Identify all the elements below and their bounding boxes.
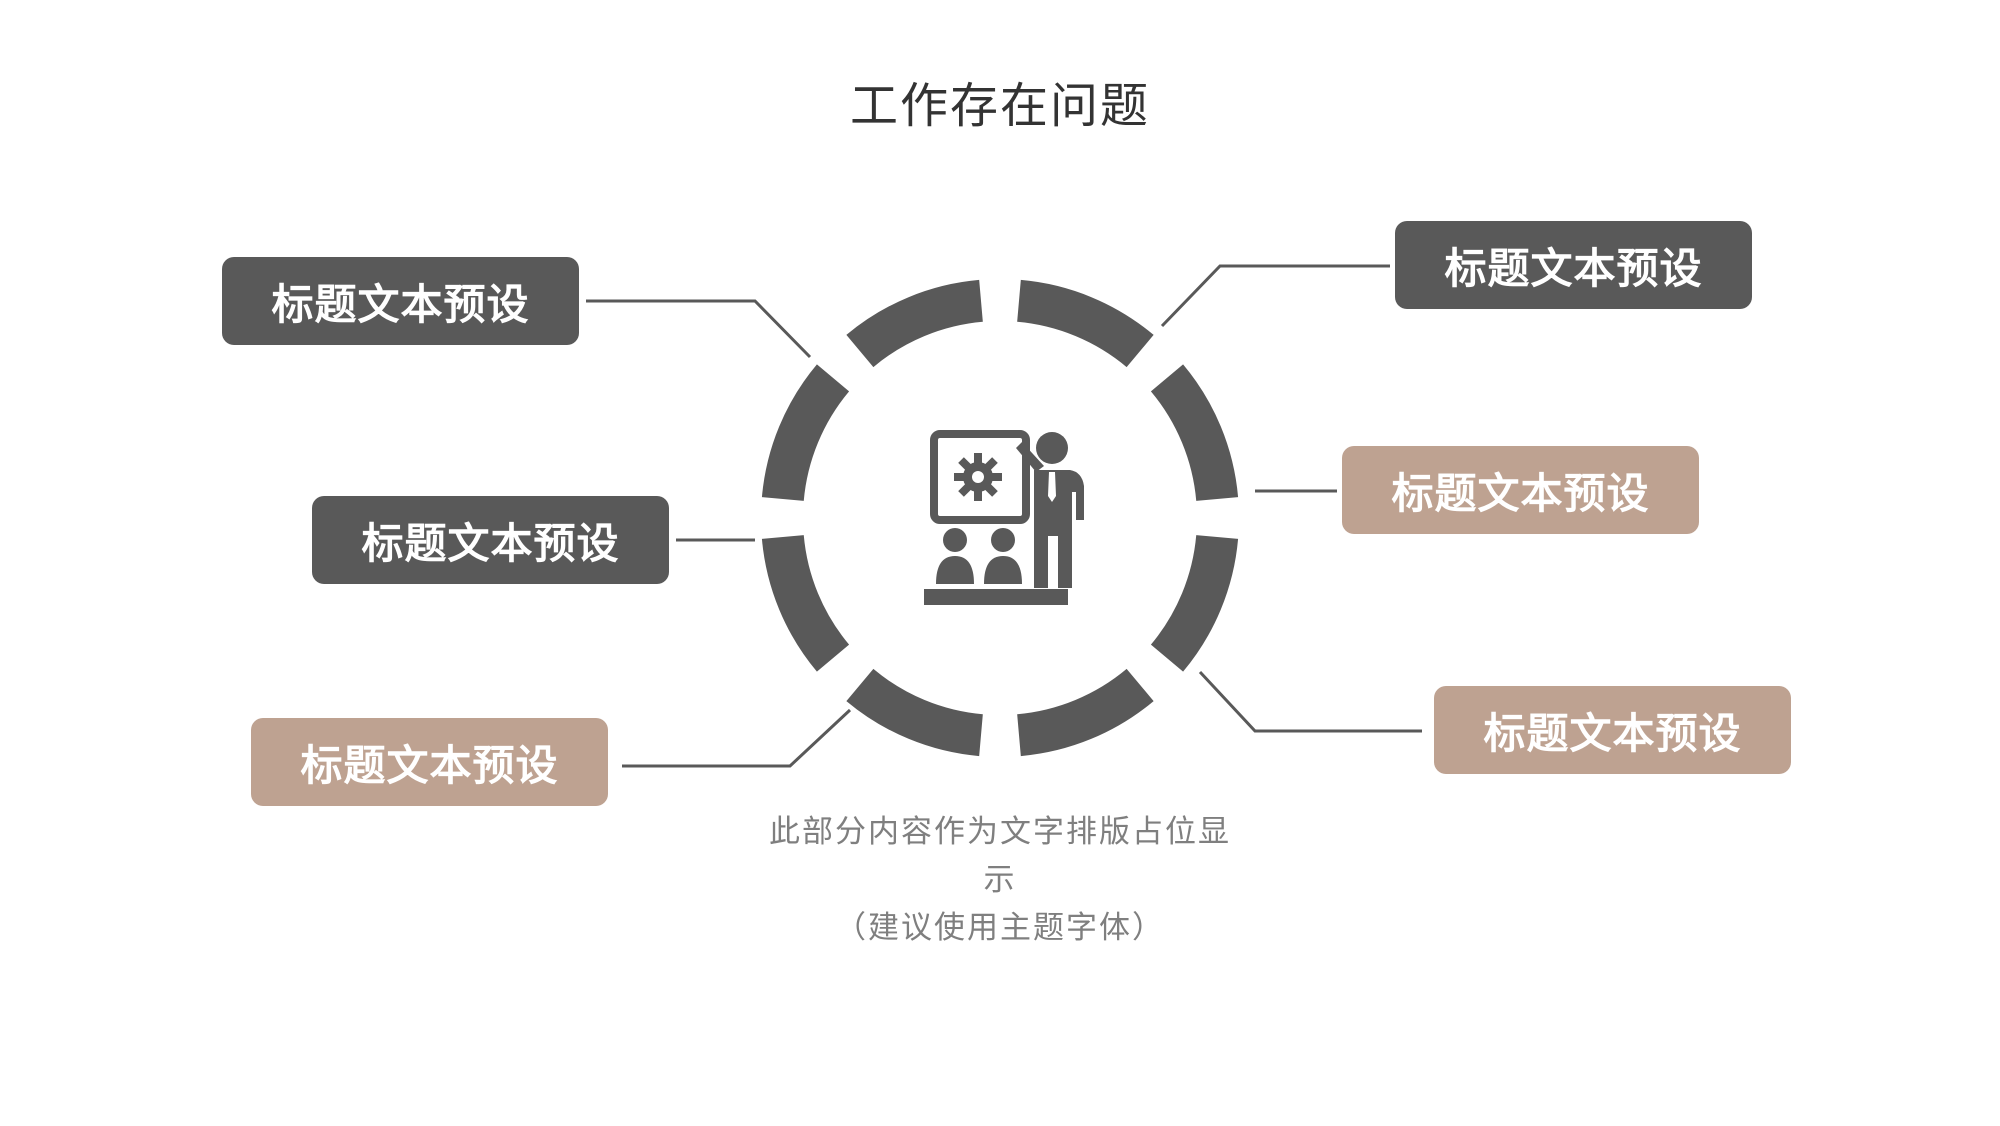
connector-top-left [586,299,812,359]
ring-segment [846,279,984,368]
label-top-right: 标题文本预设 [1395,221,1752,309]
ring-segment [1016,668,1154,757]
connector-top-right [1160,264,1390,328]
connector-bottom-right [1198,670,1422,733]
label-top-left: 标题文本预设 [222,257,579,345]
ring-segment [761,364,850,502]
label-mid-left: 标题文本预设 [312,496,669,584]
ring-segment [846,668,984,757]
slide-title: 工作存在问题 [849,78,1150,134]
connector-bottom-left [622,708,852,768]
ring-segments [761,279,1239,757]
caption-text: 此部分内容作为文字排版占位显 示 （建议使用主题字体） [700,808,1300,952]
caption-line-2: 示 [983,862,1017,898]
label-mid-right: 标题文本预设 [1342,446,1699,534]
connector-lines [586,264,1422,768]
presenter-with-audience-icon [924,430,1084,605]
ring-segment [1150,534,1239,672]
label-bottom-right: 标题文本预设 [1434,686,1791,774]
ring-segment [761,534,850,672]
caption-line-3: （建议使用主题字体） [835,910,1165,946]
ring-segment [1150,364,1239,502]
label-bottom-left: 标题文本预设 [251,718,608,806]
caption-line-1: 此部分内容作为文字排版占位显 [769,814,1231,850]
ring-segment [1016,279,1154,368]
